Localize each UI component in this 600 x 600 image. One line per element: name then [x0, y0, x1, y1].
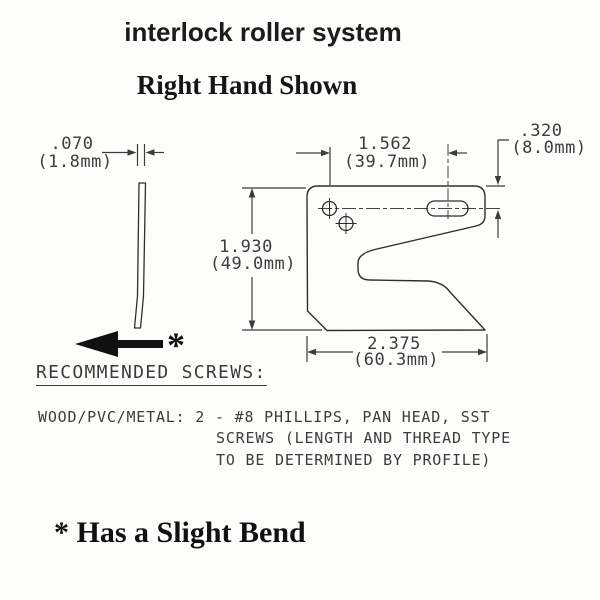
dim-width-lines: [306, 334, 488, 362]
page-title: interlock roller system: [124, 17, 402, 47]
dim-height-lines: [242, 187, 322, 331]
dim-hole-to-slot-arrow-right: [448, 149, 457, 157]
page-subtitle: Right Hand Shown: [136, 70, 358, 100]
dim-height-arrow-down: [248, 320, 256, 330]
screws-line-2: SCREWS (LENGTH AND THREAD TYPE: [216, 429, 511, 447]
dim-top-to-slot-lines: [486, 139, 509, 238]
dim-hole-to-slot-mm: (39.7mm): [344, 152, 430, 172]
dim-top-to-slot-mm: (8.0mm): [511, 138, 587, 158]
dim-width-arrow-left: [307, 348, 316, 356]
screw-hole-2: [335, 213, 357, 234]
bend-arrow-icon: [75, 331, 163, 357]
bracket-outline: [306, 185, 486, 332]
bend-asterisk: *: [167, 325, 185, 365]
dim-height-inch: 1.930: [219, 237, 273, 257]
screws-line-1: WOOD/PVC/METAL: 2 - #8 PHILLIPS, PAN HEA…: [38, 408, 491, 426]
footnote: * Has a Slight Bend: [54, 516, 306, 549]
dim-hole-to-slot-lines: [296, 147, 467, 185]
dim-width-inch: 2.375: [367, 334, 421, 354]
screws-line-3: TO BE DETERMINED BY PROFILE): [216, 451, 492, 469]
dim-top-to-slot-inch: .320: [519, 121, 563, 141]
dim-thickness-lines: [102, 144, 164, 166]
dim-height-arrow-up: [248, 188, 256, 198]
dim-hole-to-slot-arrow-left: [321, 149, 330, 157]
dim-height-mm: (49.0mm): [210, 254, 296, 274]
screws-heading: RECOMMENDED SCREWS:: [36, 363, 267, 386]
strip-side-profile: [133, 182, 147, 329]
dim-thickness-arrow-right-tip: [127, 149, 137, 156]
screw-hole-1: [321, 198, 338, 219]
adjustment-slot: [426, 200, 469, 217]
dim-thickness-arrow-left-tip: [145, 149, 155, 156]
dim-width-mm: (60.3mm): [353, 350, 439, 370]
dim-width-arrow-right: [478, 348, 487, 356]
dim-thickness-inch: .070: [50, 134, 94, 154]
dim-top-to-slot-arrow-up: [494, 210, 502, 219]
dim-hole-to-slot-inch: 1.562: [358, 134, 412, 154]
dim-top-to-slot-arrow-down: [494, 176, 502, 185]
dim-thickness-mm: (1.8mm): [37, 152, 113, 172]
